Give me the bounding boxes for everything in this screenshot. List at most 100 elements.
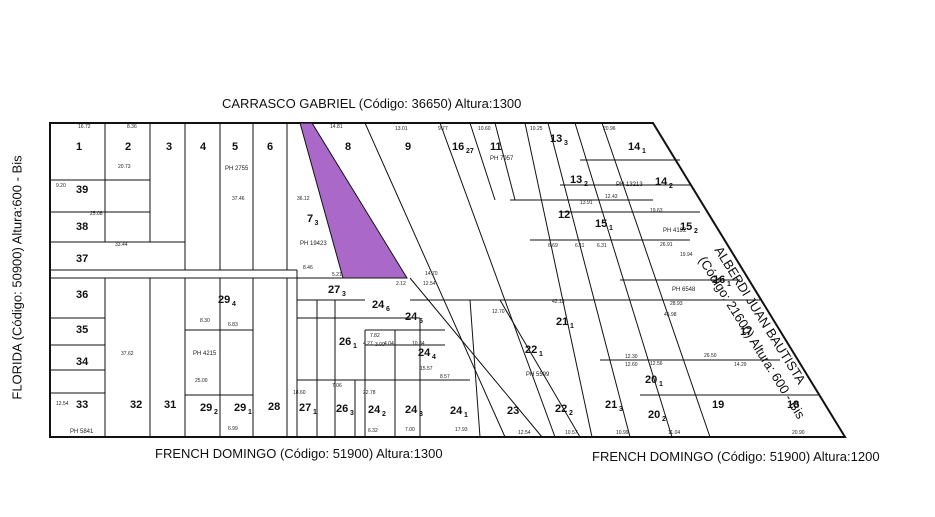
dimension-d9: 33.44 [115,242,128,248]
dimension-d58: 22.78 [363,390,376,396]
dimension-d53: 36.12 [297,196,310,202]
lot-number-15-2[interactable]: 15 [680,221,692,233]
lot-lines [50,123,470,437]
dimension-d47: 3.00 [375,342,385,348]
lot-subnumber-16-27: 27 [466,148,474,155]
lot-number-6[interactable]: 6 [267,141,273,153]
lot-number-5[interactable]: 5 [232,141,238,153]
lot-number-34[interactable]: 34 [76,356,89,368]
lot-number-29-4[interactable]: 29 [218,294,230,306]
dimension-d23: 6.31 [597,243,607,249]
lot-number-29-1[interactable]: 29 [234,402,246,414]
dimension-d37: 6.32 [368,428,378,434]
lot-number-24-6[interactable]: 24 [372,299,385,311]
lot-number-29-2[interactable]: 29 [200,402,212,414]
dimension-d26: 12.60 [625,362,638,368]
dimension-d11: 14.70 [425,271,438,277]
lot-number-33[interactable]: 33 [76,399,88,411]
dimension-d41: 5.21 [332,272,342,278]
lot-number-31[interactable]: 31 [164,399,176,411]
dimension-d55: 12.54 [56,401,69,407]
lot-number-14-1[interactable]: 14 [628,141,641,153]
dimension-d54: 9.20 [56,183,66,189]
dimension-d34: 12.54 [518,430,531,436]
lot-number-27-3[interactable]: 27 [328,284,340,296]
lot-number-16-1[interactable]: 16 [713,274,725,286]
lot-number-1[interactable]: 1 [76,141,82,153]
lot-number-28[interactable]: 28 [268,401,280,413]
dimension-d24: 12.70 [492,309,505,315]
highlighted-parcel[interactable] [299,122,408,279]
lot-number-8[interactable]: 8 [345,141,351,153]
street-south-left-label: FRENCH DOMINGO (Código: 51900) Altura:13… [155,446,443,461]
lot-subnumber-29-4: 4 [232,301,236,308]
dimension-d32: 10.99 [616,430,629,436]
ph-label-7: PH 19423 [300,241,327,247]
lot-subnumber-26-1: 1 [353,343,357,350]
lot-number-17[interactable]: 17 [740,326,752,338]
lot-number-2[interactable]: 2 [125,141,131,153]
lot-number-24-2[interactable]: 24 [368,404,381,416]
lot-number-9[interactable]: 9 [405,141,411,153]
lot-number-19[interactable]: 19 [712,399,724,411]
lot-number-22-1[interactable]: 22 [525,344,537,356]
lot-number-26-3[interactable]: 26 [336,403,348,415]
dimension-d4: 13.01 [395,126,408,132]
lot-number-24-1[interactable]: 24 [450,405,463,417]
dimension-d59: 18.60 [293,390,306,396]
lot-number-18[interactable]: 18 [787,399,799,411]
lot-subnumber-20-2: 2 [662,416,666,423]
lot-number-37[interactable]: 37 [76,253,88,265]
lot-subnumber-16-1: 1 [727,281,731,288]
dimension-d13: 42.13 [552,299,565,305]
dimension-d22: 6.11 [575,243,585,249]
lot-number-23[interactable]: 23 [507,405,519,417]
lot-number-32[interactable]: 32 [130,399,142,411]
lot-subnumber-27-1: 1 [313,409,317,416]
dimension-d7: 10.25 [530,126,543,132]
lot-number-21-3[interactable]: 21 [605,399,617,411]
dimension-d17: 19.94 [680,252,693,258]
lot-number-12[interactable]: 12 [558,209,570,221]
lot-number-38[interactable]: 38 [76,221,88,233]
lot-number-15-1[interactable]: 15 [595,218,607,230]
dimension-d6: 10.60 [478,126,491,132]
lot-subnumber-21-1: 1 [570,323,574,330]
lot-subnumber-22-2: 2 [569,410,573,417]
dimension-d1: 16.72 [78,124,91,130]
dimension-d28: 26.50 [704,353,717,359]
lot-number-13-2[interactable]: 13 [570,174,582,186]
lot-number-22-2[interactable]: 22 [555,403,567,415]
dimension-d15: 28.93 [670,301,683,307]
lot-number-26-1[interactable]: 26 [339,336,351,348]
lot-number-39[interactable]: 39 [76,184,88,196]
lot-number-20-1[interactable]: 20 [645,374,657,386]
lot-number-36[interactable]: 36 [76,289,88,301]
lot-number-21-1[interactable]: 21 [556,316,568,328]
lot-number-3[interactable]: 3 [166,141,172,153]
lot-number-14-2[interactable]: 14 [655,176,668,188]
lot-number-24-4[interactable]: 24 [418,347,431,359]
lot-number-7[interactable]: 7 [307,213,313,225]
lot-number-4[interactable]: 4 [200,141,207,153]
lot-number-35[interactable]: 35 [76,324,88,336]
lot-number-24-3[interactable]: 24 [405,404,418,416]
lot-number-27-1[interactable]: 27 [299,402,311,414]
dimension-d27: 12.56 [650,361,663,367]
dimension-d33: 10.57 [565,430,578,436]
dimension-d14: 45.98 [664,312,677,318]
lot-number-13-3[interactable]: 13 [550,133,562,145]
street-west-label: FLORIDA (Código: 50900) Altura:600 - Bis [9,155,25,400]
lot-number-16-27[interactable]: 16 [452,141,464,153]
dimension-d48: 4.04 [384,341,394,347]
lot-number-24-5[interactable]: 24 [405,311,418,323]
ph-label-29-4: PH 4215 [193,351,217,357]
lot-number-11[interactable]: 11 [490,141,502,153]
street-north-label: CARRASCO GABRIEL (Código: 36650) Altura:… [222,96,522,111]
block-outline [49,122,847,438]
lot-number-20-2[interactable]: 20 [648,409,660,421]
dimension-d10: 25.08 [90,211,103,217]
dimension-d16: 26.91 [660,242,673,248]
